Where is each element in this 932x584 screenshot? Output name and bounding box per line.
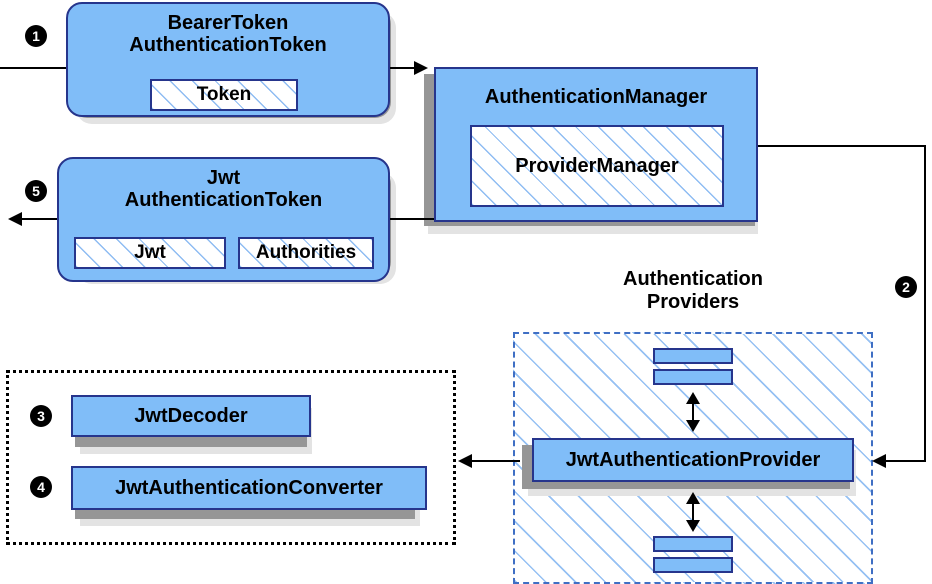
provider-bar-bottom-2 <box>653 557 733 573</box>
inner-box-provider-manager[interactable]: ProviderManager <box>470 125 724 207</box>
jwttoken-title-line1: Jwt <box>206 167 241 189</box>
provider-link-arrow-top-up <box>686 392 700 404</box>
inner-box-jwt-label: Jwt <box>134 242 166 263</box>
node-jwt-authentication-converter[interactable]: JwtAuthenticationConverter <box>71 466 427 510</box>
bearertoken-title-line1: BearerToken <box>167 12 289 34</box>
inner-box-authorities[interactable]: Authorities <box>238 237 374 269</box>
node-jwt-decoder[interactable]: JwtDecoder <box>71 395 311 437</box>
connector-authmanager-right-stub <box>758 145 926 147</box>
inner-box-jwt[interactable]: Jwt <box>74 237 226 269</box>
jwttoken-title-line2: AuthenticationToken <box>124 189 323 212</box>
connector-authmanager-to-jwttoken <box>386 218 434 220</box>
provider-link-line-top <box>692 398 694 422</box>
provider-bar-top-2 <box>653 369 733 385</box>
inner-box-provider-manager-label: ProviderManager <box>515 154 679 177</box>
step-badge-3: 3 <box>30 405 52 427</box>
connector-jwtprovider-to-components <box>472 460 520 462</box>
provider-link-arrow-bottom-down <box>686 520 700 532</box>
connector-jwttoken-out <box>22 218 70 220</box>
step-badge-2: 2 <box>895 276 917 298</box>
inner-box-authorities-label: Authorities <box>255 242 357 263</box>
provider-bar-top-1 <box>653 348 733 364</box>
jwtdecoder-label: JwtDecoder <box>134 404 248 427</box>
jwtprovider-label: JwtAuthenticationProvider <box>565 448 821 471</box>
connector-authmanager-down <box>924 145 926 461</box>
authentication-providers-title: Authentication Providers <box>513 268 873 314</box>
provider-link-line-bottom <box>692 498 694 522</box>
provider-link-arrow-bottom-up <box>686 492 700 504</box>
arrowhead-to-authmanager <box>414 61 428 75</box>
step-badge-1: 1 <box>25 25 47 47</box>
authentication-providers-title-line1: Authentication <box>623 268 763 290</box>
inner-box-token-label: Token <box>196 84 252 105</box>
authentication-providers-title-line2: Providers <box>646 291 740 313</box>
node-jwt-authentication-provider[interactable]: JwtAuthenticationProvider <box>532 438 854 482</box>
bearertoken-title-line2: AuthenticationToken <box>129 34 327 57</box>
jwt-components-region <box>6 370 456 545</box>
arrowhead-to-components <box>458 454 472 468</box>
connector-incoming-request <box>0 67 70 69</box>
authmanager-title: AuthenticationManager <box>484 86 708 108</box>
step-badge-4: 4 <box>30 476 52 498</box>
connector-bearertoken-to-authmanager <box>386 67 422 69</box>
inner-box-token[interactable]: Token <box>150 79 298 111</box>
provider-link-arrow-top-down <box>686 420 700 432</box>
connector-into-jwtprovider <box>886 460 926 462</box>
provider-bar-bottom-1 <box>653 536 733 552</box>
arrowhead-to-jwtprovider <box>872 454 886 468</box>
arrowhead-response-out <box>8 212 22 226</box>
jwtconverter-label: JwtAuthenticationConverter <box>115 476 383 499</box>
step-badge-5: 5 <box>25 180 47 202</box>
